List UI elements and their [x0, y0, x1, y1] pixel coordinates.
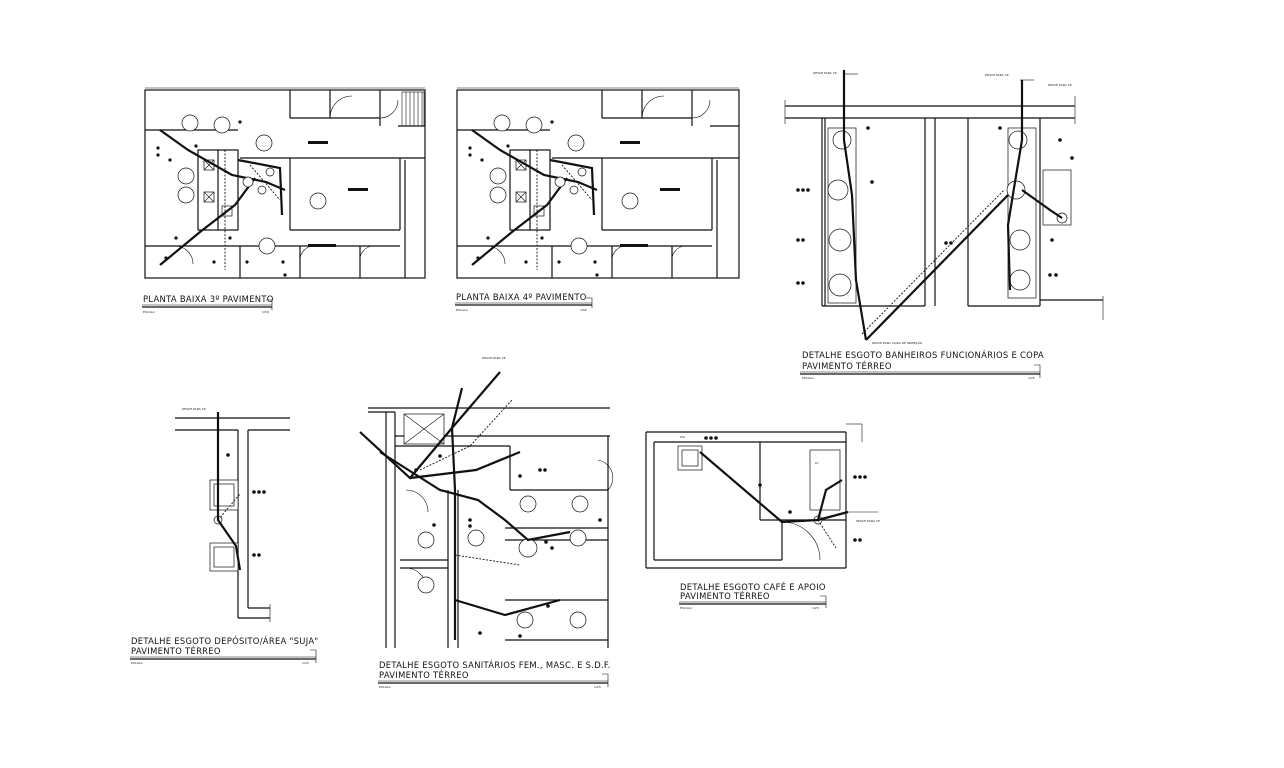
- detail-cafe-support: SEGUE PARA CP PIA LV DETALHE ESGOTO CAFÉ…: [645, 423, 880, 610]
- detail-storage-dirty-area: DESCE PARA CP DETALHE ESGOTO DEPÓSITO/ÁR…: [130, 407, 319, 665]
- drawing-title: DETALHE ESGOTO CAFÉ E APOIO: [680, 581, 826, 592]
- floor-plan-3rd-floor: PLANTA BAIXA 3º PAVIMENTO ESCALA 1/50: [142, 87, 426, 314]
- svg-text:DESCE PARA CP: DESCE PARA CP: [1048, 83, 1072, 87]
- scale-value: 1/25: [1028, 376, 1035, 380]
- svg-text:PIA: PIA: [680, 435, 686, 439]
- drawing-subtitle: PAVIMENTO TÉRREO: [680, 590, 770, 601]
- drawing-title: DETALHE ESGOTO SANITÁRIOS FEM., MASC. E …: [379, 659, 611, 670]
- scale-label: ESCALA: [379, 685, 392, 689]
- title-block-cafe: DETALHE ESGOTO CAFÉ E APOIO PAVIMENTO TÉ…: [679, 581, 827, 610]
- title-block-deposito: DETALHE ESGOTO DEPÓSITO/ÁREA "SUJA" PAVI…: [130, 635, 319, 665]
- svg-text:DESCE PARA CP: DESCE PARA CP: [182, 407, 206, 411]
- drawing-subtitle: PAVIMENTO TÉRREO: [131, 645, 221, 656]
- title-block-4: PLANTA BAIXA 4º PAVIMENTO ESCALA 1/50: [455, 292, 593, 312]
- scale-value: 1/25: [812, 606, 819, 610]
- drawing-title: PLANTA BAIXA 3º PAVIMENTO: [143, 294, 274, 304]
- drawing-subtitle: PAVIMENTO TÉRREO: [802, 360, 892, 371]
- title-block-sanitarios: DETALHE ESGOTO SANITÁRIOS FEM., MASC. E …: [378, 659, 611, 689]
- title-block-banheiros: DETALHE ESGOTO BANHEIROS FUNCIONÁRIOS E …: [800, 349, 1044, 380]
- scale-value: 1/50: [580, 308, 587, 312]
- scale-label: ESCALA: [680, 606, 693, 610]
- scale-label: ESCALA: [802, 376, 815, 380]
- scale-label: ESCALA: [143, 310, 156, 314]
- svg-text:DESCE PARA CP: DESCE PARA CP: [482, 356, 506, 360]
- svg-text:DESCE PARA CP: DESCE PARA CP: [985, 73, 1009, 77]
- detail-employee-bathrooms: DESCE PARA CP DESCE PARA CP DESCE PARA C…: [784, 70, 1104, 380]
- scale-value: 1/25: [302, 661, 309, 665]
- scale-label: ESCALA: [456, 308, 469, 312]
- scale-value: 1/25: [594, 685, 601, 689]
- title-block-3: PLANTA BAIXA 3º PAVIMENTO ESCALA 1/50: [142, 294, 274, 314]
- drawing-title: DETALHE ESGOTO BANHEIROS FUNCIONÁRIOS E …: [802, 349, 1044, 360]
- svg-text:DESCE PARA CP: DESCE PARA CP: [813, 71, 837, 75]
- svg-text:SEGUE PARA CP: SEGUE PARA CP: [856, 519, 880, 523]
- scale-label: ESCALA: [131, 661, 144, 665]
- svg-text:DESCE PARA CAIXA DE INSPEÇÃO: DESCE PARA CAIXA DE INSPEÇÃO: [872, 340, 923, 345]
- drawing-title: PLANTA BAIXA 4º PAVIMENTO: [456, 292, 587, 302]
- floor-plan-4th-floor: PLANTA BAIXA 4º PAVIMENTO ESCALA 1/50: [455, 87, 740, 312]
- stairs-3: [401, 91, 425, 127]
- drawing-subtitle: PAVIMENTO TÉRREO: [379, 669, 469, 680]
- detail-restrooms: DESCE PARA CP DETALHE ESGOTO SANITÁRIOS …: [359, 356, 614, 689]
- drawing-title: DETALHE ESGOTO DEPÓSITO/ÁREA "SUJA": [131, 635, 319, 646]
- scale-value: 1/50: [262, 310, 269, 314]
- svg-text:LV: LV: [815, 461, 819, 465]
